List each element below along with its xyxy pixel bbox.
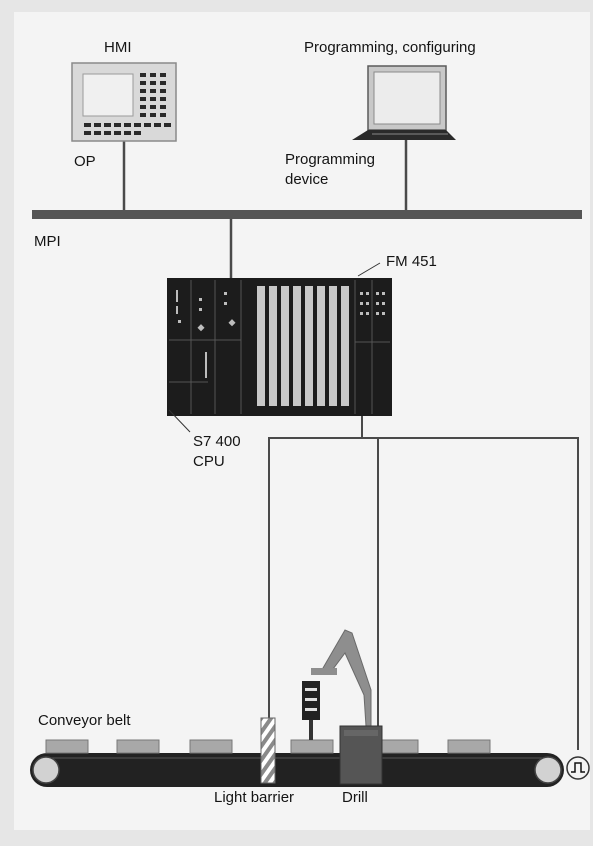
operator-panel-icon bbox=[71, 62, 177, 142]
light-barrier-wire bbox=[268, 437, 579, 750]
cpu-label: CPU bbox=[193, 453, 225, 470]
conveyor-items bbox=[45, 739, 491, 754]
light-barrier-icon bbox=[260, 717, 276, 784]
plc-status-leds bbox=[176, 290, 385, 378]
op-keypad bbox=[84, 73, 171, 135]
conveyor-item bbox=[116, 739, 160, 754]
signal-wiring bbox=[268, 416, 579, 750]
s7-400-label: S7 400 bbox=[193, 433, 241, 450]
conveyor-belt-label: Conveyor belt bbox=[38, 712, 131, 729]
conveyor-item bbox=[447, 739, 491, 754]
fm451-label: FM 451 bbox=[386, 253, 437, 270]
plc-io-modules bbox=[257, 286, 349, 406]
op-label: OP bbox=[74, 153, 96, 170]
conveyor-belt-icon bbox=[30, 753, 564, 787]
drill-label: Drill bbox=[342, 789, 368, 806]
mpi-bus bbox=[32, 210, 582, 219]
plc-rack-icon bbox=[167, 278, 392, 416]
conveyor-item bbox=[290, 739, 334, 754]
light-barrier-label: Light barrier bbox=[214, 789, 295, 806]
drill-robot-icon bbox=[302, 629, 383, 785]
conveyor-item bbox=[45, 739, 89, 754]
fm451-leader-line bbox=[357, 262, 381, 277]
mpi-label: MPI bbox=[34, 233, 61, 250]
conveyor-item bbox=[189, 739, 233, 754]
s7-400-leader-line bbox=[168, 409, 191, 433]
programming-device-label-line1: Programming bbox=[285, 151, 376, 168]
programming-configuring-label: Programming, configuring bbox=[304, 39, 476, 56]
hmi-label: HMI bbox=[104, 39, 132, 56]
laptop-icon bbox=[352, 65, 456, 140]
pulse-encoder-icon bbox=[566, 756, 590, 780]
programming-device-label-line2: device bbox=[285, 171, 329, 188]
